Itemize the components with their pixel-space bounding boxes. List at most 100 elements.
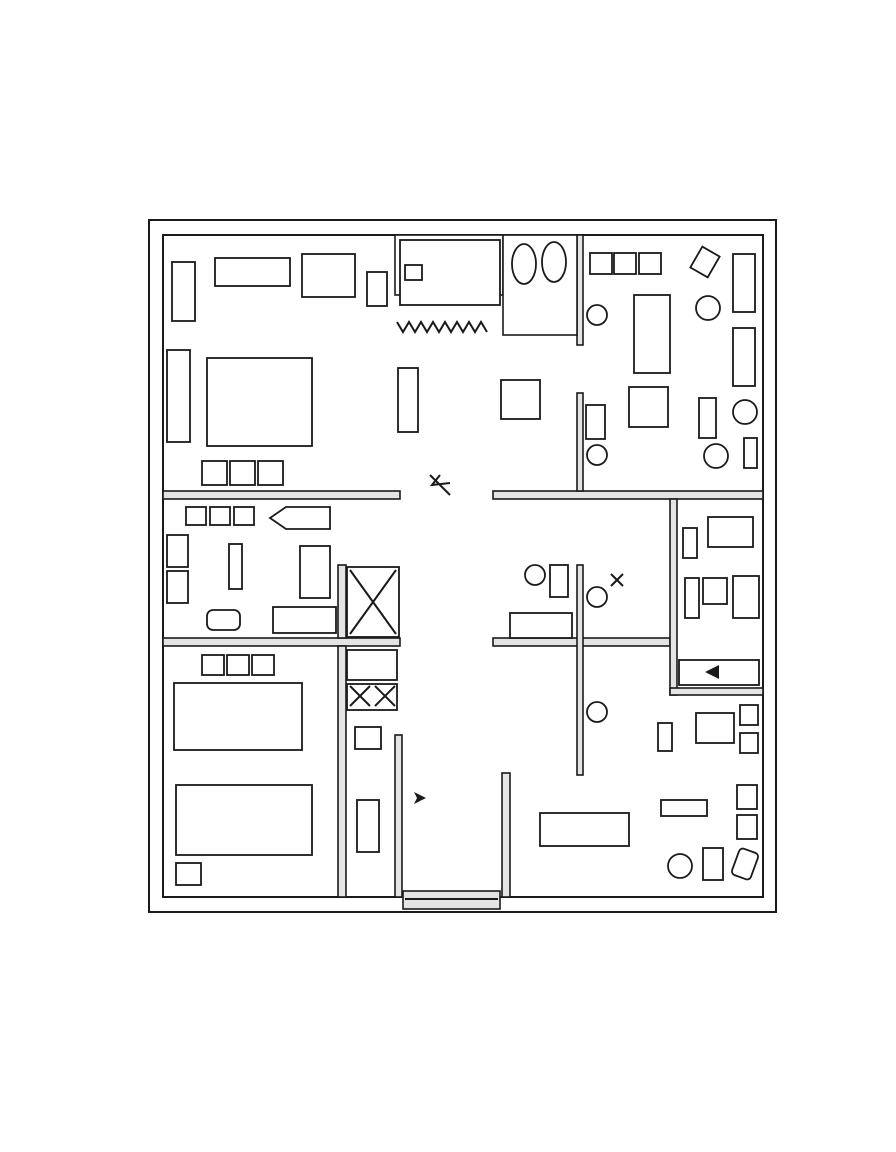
bedroom-furniture — [173, 654, 313, 886]
toilet — [541, 241, 567, 283]
x-marker-icon — [610, 573, 624, 587]
closet — [346, 683, 398, 711]
closets — [346, 566, 400, 853]
nightstand — [201, 654, 225, 676]
compass-arrow-icon — [429, 474, 451, 496]
side-table — [500, 379, 541, 420]
desk — [707, 516, 754, 548]
living-room-furniture — [166, 253, 541, 486]
cabinet — [185, 506, 207, 526]
chair — [366, 271, 388, 307]
sofa — [732, 253, 756, 313]
curtain — [396, 320, 488, 334]
coffee-table — [539, 812, 630, 847]
desk — [228, 543, 243, 590]
armchair — [731, 847, 759, 881]
chair-round — [586, 444, 608, 466]
wall — [394, 734, 403, 898]
arrow-marker-icon — [414, 792, 426, 804]
bed — [173, 682, 303, 751]
bench — [509, 612, 573, 639]
wall — [162, 490, 401, 500]
shelf — [166, 349, 191, 443]
bench — [660, 799, 708, 817]
sofa — [732, 327, 756, 387]
outer-border — [148, 219, 777, 913]
rug — [206, 357, 313, 447]
stool — [585, 404, 606, 440]
storage-cross — [349, 569, 397, 635]
chair — [736, 784, 758, 810]
wall — [501, 772, 511, 898]
toilet-room — [502, 234, 578, 336]
wall — [669, 687, 764, 696]
entrance-door — [402, 890, 501, 910]
bathroom-fixtures — [396, 239, 567, 334]
cabinet — [233, 506, 255, 526]
armchair — [689, 245, 721, 279]
bar-stools — [397, 367, 419, 433]
cabinet — [589, 252, 613, 275]
lounge-furniture — [539, 704, 759, 881]
wall — [576, 234, 584, 346]
shelf — [166, 534, 189, 568]
stand — [549, 564, 569, 598]
cabinet — [209, 506, 231, 526]
chair-round — [703, 443, 729, 469]
bed — [175, 784, 313, 856]
chair-round — [667, 853, 693, 879]
dining-room-furniture — [585, 245, 758, 469]
chair-round — [732, 399, 758, 425]
stand — [743, 437, 758, 469]
cabinet — [171, 261, 196, 322]
chair — [739, 704, 759, 726]
wall — [576, 564, 584, 776]
table — [628, 386, 669, 428]
stand — [684, 577, 700, 619]
stand — [657, 722, 673, 752]
chair — [206, 609, 241, 631]
triangle-marker-icon — [705, 665, 719, 679]
nightstand — [175, 862, 202, 886]
nightstand — [226, 654, 250, 676]
wall — [669, 498, 678, 696]
tv-console — [214, 257, 291, 287]
wall — [492, 490, 764, 500]
wall — [337, 645, 347, 898]
nightstand — [251, 654, 275, 676]
chair-round — [586, 586, 608, 608]
sofa — [272, 606, 337, 634]
hall-markers — [414, 474, 624, 804]
office-furniture — [678, 516, 760, 686]
chair — [739, 732, 759, 754]
cabinet — [356, 799, 380, 853]
ottoman — [201, 460, 228, 486]
sideboard — [301, 253, 356, 298]
cabinet — [638, 252, 662, 275]
cabinet — [732, 575, 760, 619]
chair-round — [695, 295, 721, 321]
ottoman — [257, 460, 284, 486]
cabinet — [613, 252, 637, 275]
table — [702, 577, 728, 605]
center-room-furniture — [509, 564, 608, 723]
wall — [576, 392, 584, 492]
wall — [337, 564, 347, 639]
closet-cross — [349, 685, 396, 707]
stand — [702, 847, 724, 881]
stand — [698, 397, 717, 439]
shelf — [166, 570, 189, 604]
ottoman — [229, 460, 256, 486]
dining-table — [633, 294, 671, 374]
chair-round — [586, 701, 608, 723]
closet — [346, 649, 398, 681]
chair — [736, 814, 758, 840]
stand — [682, 527, 698, 559]
shelf — [354, 726, 382, 750]
desk — [299, 545, 331, 599]
chair-round — [524, 564, 546, 586]
toilet — [511, 243, 537, 285]
couch — [268, 506, 331, 530]
sink — [404, 264, 423, 281]
